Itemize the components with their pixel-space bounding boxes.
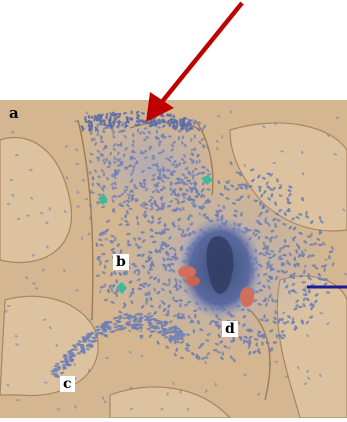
label-c: c bbox=[60, 376, 75, 392]
label-b: b bbox=[113, 254, 129, 270]
panel-label: a bbox=[9, 106, 19, 120]
label-d: d bbox=[222, 321, 238, 337]
